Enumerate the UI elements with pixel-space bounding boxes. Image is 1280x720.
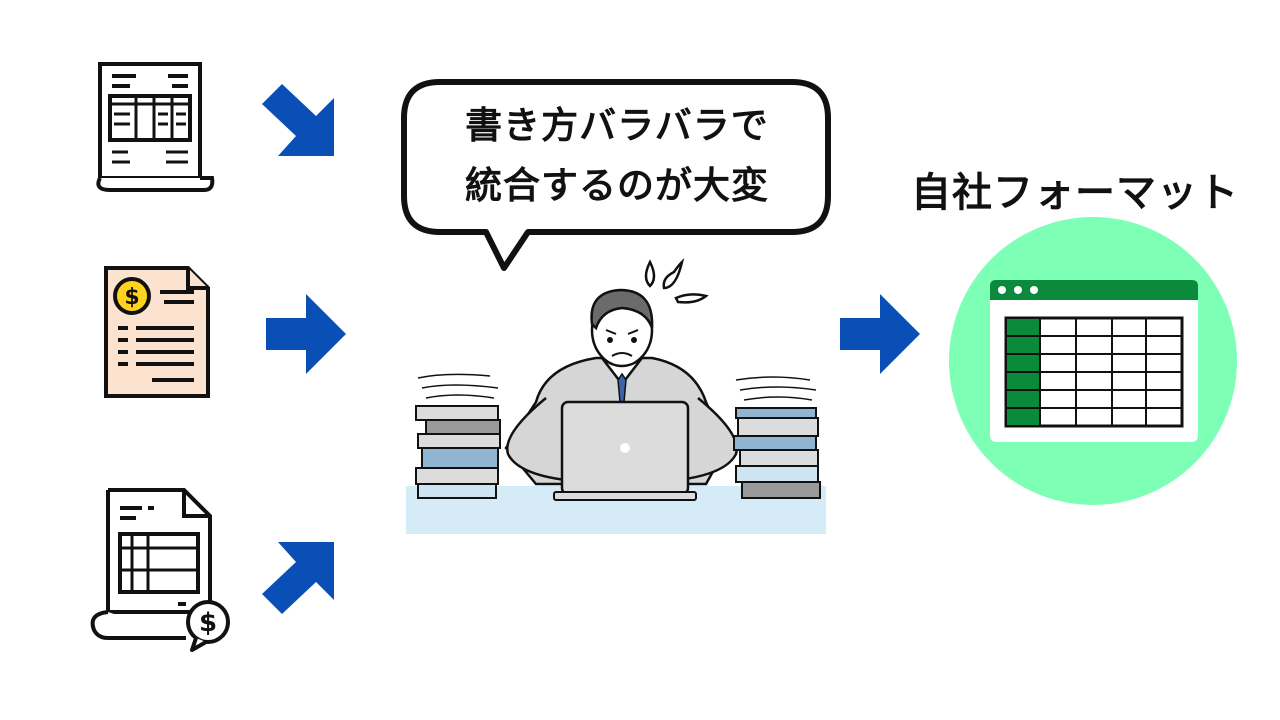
stressed-worker-illustration	[406, 248, 828, 536]
format-title: 自社フォーマット	[911, 170, 1239, 216]
arrow-right-icon	[840, 294, 922, 374]
arrow-right-icon	[266, 294, 348, 374]
spreadsheet-icon	[988, 278, 1200, 444]
invoice-document-icon	[96, 60, 218, 196]
bill-document-icon: $	[86, 484, 240, 656]
svg-text:$: $	[199, 608, 217, 638]
arrow-up-right-icon	[262, 538, 338, 614]
speech-line-2: 統合するのが大変	[465, 164, 769, 207]
svg-text:$: $	[124, 285, 139, 310]
arrow-down-right-icon	[262, 84, 338, 160]
dollar-receipt-icon: $	[100, 262, 216, 402]
speech-line-1: 書き方バラバラで	[465, 104, 769, 147]
speech-bubble	[400, 78, 832, 278]
speech-bubble-text: 書き方バラバラで 統合するのが大変	[412, 96, 822, 216]
